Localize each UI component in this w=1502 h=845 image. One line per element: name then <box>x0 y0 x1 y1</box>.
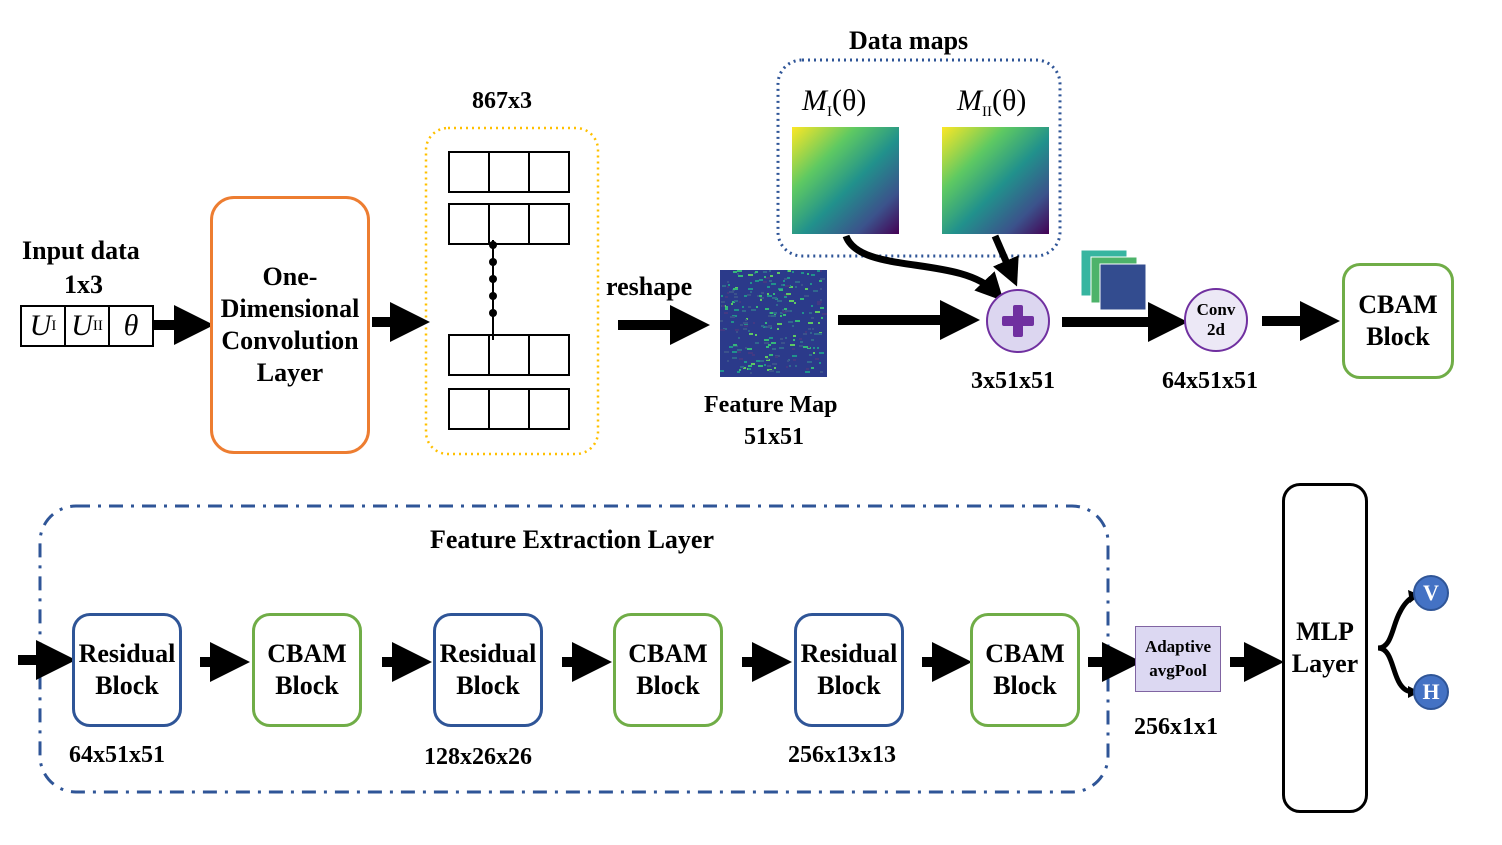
sum-shape: 3x51x51 <box>971 368 1055 394</box>
residual-block-2-shape: 128x26x26 <box>424 744 532 770</box>
output-v: V <box>1413 575 1449 611</box>
data-maps-title: Data maps <box>849 26 969 55</box>
sum-node <box>986 289 1050 353</box>
array-row-2 <box>448 203 570 245</box>
feature-map-noise <box>720 270 827 374</box>
residual-block-1-shape: 64x51x51 <box>69 742 165 768</box>
conv1d-block: One- Dimensional Convolution Layer <box>210 196 370 454</box>
feature-map-label: Feature Map <box>704 392 838 418</box>
feature-map-shape: 51x51 <box>744 424 804 450</box>
output-brace <box>1377 593 1416 651</box>
residual-block-3-shape: 256x13x13 <box>788 742 896 768</box>
avgpool-shape: 256x1x1 <box>1134 714 1218 740</box>
input-cell-theta: θ <box>108 305 154 347</box>
output-h: H <box>1413 674 1449 710</box>
conv2d-shape: 64x51x51 <box>1162 368 1258 394</box>
data-map-2-image <box>942 127 1049 234</box>
data-map-1-label: MI(θ) <box>802 84 867 120</box>
plus-icon <box>1002 305 1034 337</box>
data-map-2-label: MII(θ) <box>957 84 1027 120</box>
array-row-1 <box>448 151 570 193</box>
array-row-4 <box>448 388 570 430</box>
input-title: Input data <box>22 236 140 265</box>
reshape-label: reshape <box>606 272 693 301</box>
arrow-map2-sum <box>991 234 1019 287</box>
data-map-1-image <box>792 127 899 234</box>
arrow-map1-sum <box>842 234 1004 302</box>
array-row-3 <box>448 334 570 376</box>
input-shape: 1x3 <box>64 270 103 299</box>
feature-extraction-title: Feature Extraction Layer <box>430 525 714 554</box>
array-label: 867x3 <box>472 88 532 114</box>
